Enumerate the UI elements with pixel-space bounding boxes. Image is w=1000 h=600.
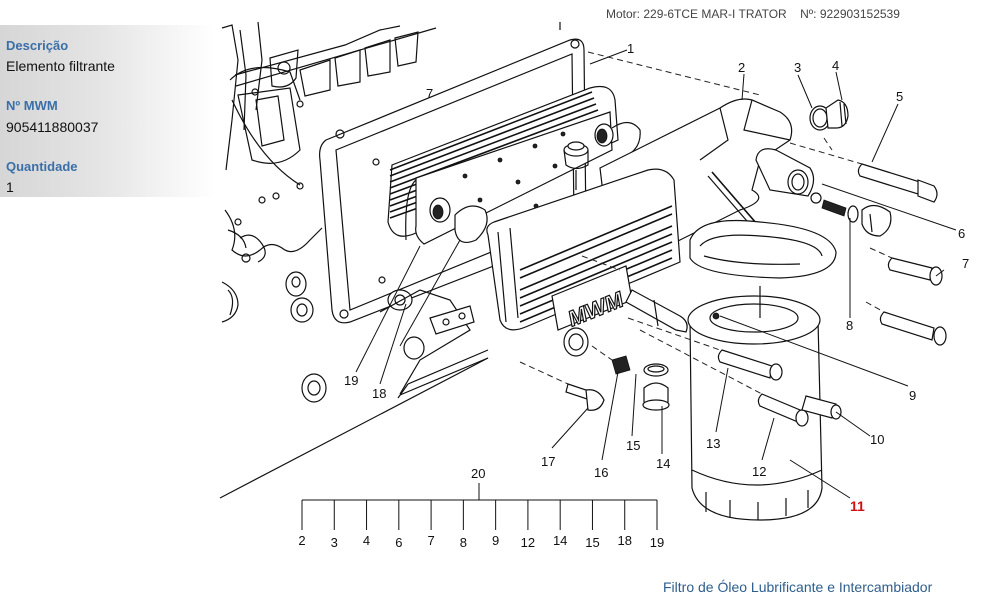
leader-lines (355, 49, 957, 499)
kit-item-18[interactable]: 18 (617, 533, 631, 548)
callout-7-bolt[interactable]: 7 (962, 256, 969, 271)
kit-bracket: 20 2 3 4 6 7 8 9 12 14 15 18 19 (298, 466, 664, 550)
kit-item-15[interactable]: 15 (585, 535, 599, 550)
callout-8[interactable]: 8 (846, 318, 853, 333)
mwm-number-label: Nº MWM (6, 98, 58, 113)
callout-10[interactable]: 10 (870, 432, 884, 447)
engine-number-label: Nº: (800, 7, 817, 21)
kit-item-6[interactable]: 6 (395, 535, 402, 550)
callout-18[interactable]: 18 (372, 386, 386, 401)
kit-item-8[interactable]: 8 (460, 535, 467, 550)
quantity-value: 1 (6, 179, 14, 195)
callout-1[interactable]: 1 (627, 41, 634, 56)
filter-element (687, 286, 823, 521)
callout-11-highlighted[interactable]: 11 (850, 498, 865, 514)
description-label: Descrição (6, 38, 69, 53)
mwm-number-value: 905411880037 (6, 119, 99, 135)
callout-3[interactable]: 3 (794, 60, 801, 75)
engine-block (221, 21, 561, 323)
small-parts (285, 271, 670, 411)
callouts: 1 2 3 4 5 6 7 7 8 9 10 11 12 13 14 15 16… (344, 41, 969, 514)
plug-and-seal (809, 99, 849, 131)
callout-4[interactable]: 4 (832, 58, 839, 73)
part-info-panel: Descrição Elemento filtrante Nº MWM 9054… (0, 25, 215, 197)
filter-housing: MWM (486, 98, 837, 357)
kit-item-9[interactable]: 9 (492, 533, 499, 548)
bolt-5 (857, 163, 938, 203)
callout-2[interactable]: 2 (738, 60, 745, 75)
callout-6[interactable]: 6 (958, 226, 965, 241)
callout-16[interactable]: 16 (594, 465, 608, 480)
oil-cooler (387, 85, 641, 245)
motor-label: Motor: (606, 7, 641, 21)
description-value: Elemento filtrante (6, 58, 115, 74)
assembly-lines (519, 51, 893, 395)
diagram-title: Filtro de Óleo Lubrificante e Intercambi… (663, 579, 933, 595)
callout-5[interactable]: 5 (896, 89, 903, 104)
relief-valve-assembly (810, 192, 892, 237)
quantity-label: Quantidade (6, 159, 78, 174)
callout-17[interactable]: 17 (541, 454, 555, 469)
callout-15[interactable]: 15 (626, 438, 640, 453)
callout-14[interactable]: 14 (656, 456, 670, 471)
kit-label[interactable]: 20 (471, 466, 485, 481)
kit-item-4[interactable]: 4 (363, 533, 370, 548)
callout-19[interactable]: 19 (344, 373, 358, 388)
callout-13[interactable]: 13 (706, 436, 720, 451)
kit-item-14[interactable]: 14 (553, 533, 567, 548)
engine-header: Motor: 229-6TCE MAR-I TRATOR Nº: 9229031… (606, 7, 900, 21)
callout-9[interactable]: 9 (909, 388, 916, 403)
kit-item-2[interactable]: 2 (298, 533, 305, 548)
callout-7-gasket[interactable]: 7 (426, 86, 433, 101)
callout-12[interactable]: 12 (752, 464, 766, 479)
motor-value: 229-6TCE MAR-I TRATOR (643, 7, 787, 21)
socket-bolts (879, 257, 947, 346)
kit-item-7[interactable]: 7 (427, 533, 434, 548)
engine-number-value: 922903152539 (819, 7, 900, 21)
kit-item-3[interactable]: 3 (331, 535, 338, 550)
kit-item-12[interactable]: 12 (521, 535, 535, 550)
baseline-line (219, 357, 489, 499)
kit-item-19[interactable]: 19 (650, 535, 664, 550)
